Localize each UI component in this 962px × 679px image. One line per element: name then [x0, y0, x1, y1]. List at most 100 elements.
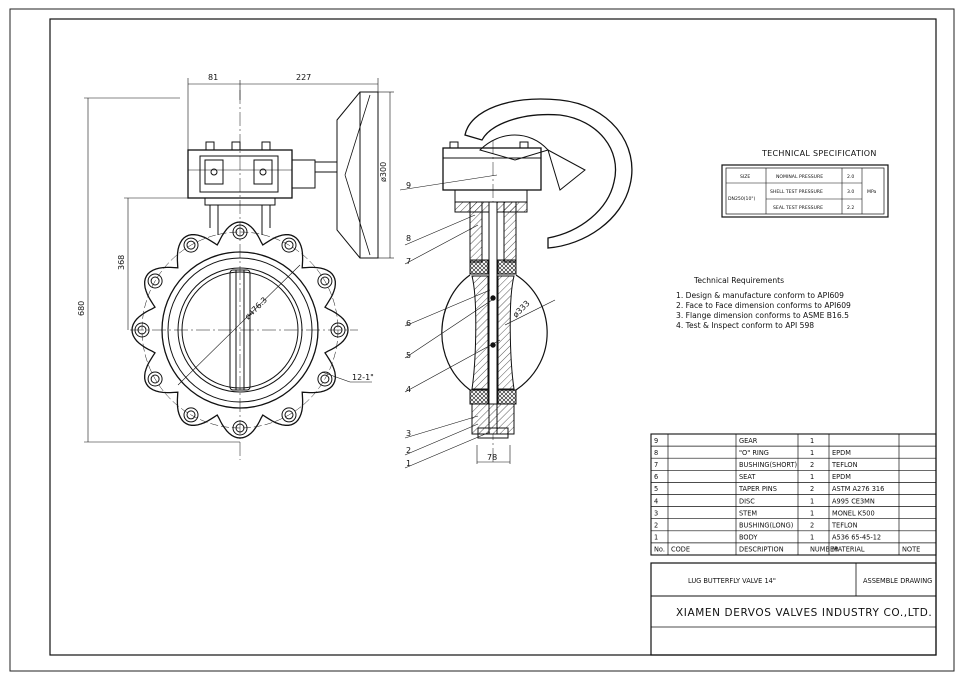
balloon-6: 6 — [406, 319, 411, 328]
spec-unit: MPa — [867, 189, 877, 195]
bolt-hole — [150, 276, 160, 286]
bom-cell-no: 1 — [654, 534, 658, 542]
bom-cell-qty: 1 — [810, 437, 814, 445]
requirement-2: 2. Face to Face dimension conforms to AP… — [676, 301, 851, 310]
front-dimensions — [84, 78, 394, 443]
bom-cell-no: 5 — [654, 485, 658, 493]
bolt-hole — [147, 273, 163, 289]
bom-cell-qty: 1 — [810, 534, 814, 542]
tech-spec: TECHNICAL SPECIFICATION SIZE DN250(10") … — [721, 149, 889, 218]
spec-size-label: SIZE — [740, 174, 750, 180]
dim-476: ø476.3 — [243, 295, 269, 321]
company-name: XIAMEN DERVOS VALVES INDUSTRY CO.,LTD. — [676, 607, 932, 619]
bom-cell-qty: 2 — [810, 522, 814, 530]
bolt-hole — [317, 371, 333, 387]
spec-row-2-label: SHELL TEST PRESSURE — [770, 189, 823, 195]
bom-cell-desc: SEAT — [739, 473, 756, 481]
bom-cell-material: ASTM A276 316 — [832, 485, 884, 493]
bolt-hole — [232, 420, 248, 436]
bom-cell-desc: GEAR — [739, 437, 758, 445]
bom-cell-no: 8 — [654, 449, 658, 457]
bom-cell-material: EPDM — [832, 449, 851, 457]
bolt-hole — [186, 240, 196, 250]
bom-cell-material: A536 65-45-12 — [832, 534, 881, 542]
title-block — [650, 562, 937, 656]
dim-680: 680 — [77, 301, 86, 316]
bolt-hole — [333, 325, 343, 335]
requirement-1: 1. Design & manufacture conform to API60… — [676, 291, 844, 300]
bom-cell-qty: 2 — [810, 461, 814, 469]
tech-spec-title: TECHNICAL SPECIFICATION — [761, 149, 877, 158]
outer-border — [9, 8, 955, 672]
side-view — [441, 98, 633, 462]
bolt-hole — [281, 237, 297, 253]
bolt-hole — [281, 407, 297, 423]
bom-cell-note: NOTE — [902, 546, 920, 554]
bolt-hole — [320, 374, 330, 384]
bolt-hole — [284, 240, 294, 250]
bom-cell-qty: NUMBER — [810, 546, 839, 554]
bom-cell-material: EPDM — [832, 473, 851, 481]
bom-cell-no: 3 — [654, 509, 658, 517]
bolt-hole — [232, 224, 248, 240]
bolt-hole — [235, 423, 245, 433]
front-view — [130, 90, 379, 460]
spec-row-2-value: 3.0 — [847, 189, 854, 195]
spec-row-1-value: 2.0 — [847, 174, 854, 180]
balloon-1: 1 — [406, 459, 411, 468]
bom-cell-desc: STEM — [739, 509, 757, 517]
spec-size-value: DN250(10") — [728, 196, 755, 202]
dim-bolts: 12-1" — [352, 373, 374, 382]
bom-cell-desc: BUSHING(SHORT) — [739, 461, 797, 469]
bom-cell-material: TEFLON — [831, 522, 858, 530]
requirements-title: Technical Requirements — [693, 276, 784, 285]
bom-cell-no: 9 — [654, 437, 658, 445]
bom-cell-no: No. — [654, 546, 665, 554]
bolt-hole — [134, 322, 150, 338]
drawing-type: ASSEMBLE DRAWING — [863, 577, 932, 585]
balloon-8: 8 — [406, 234, 411, 243]
dim-81: 81 — [208, 73, 218, 82]
bolt-hole — [183, 407, 199, 423]
bolt-hole — [186, 410, 196, 420]
bom-cell-qty: 1 — [810, 449, 814, 457]
leader-lines — [399, 174, 556, 469]
balloon-3: 3 — [406, 429, 411, 438]
requirement-4: 4. Test & Inspect conform to API 598 — [676, 321, 814, 330]
bom-cell-desc: BODY — [739, 534, 758, 542]
spec-row-1-label: NOMINAL PRESSURE — [776, 174, 823, 180]
bom-cell-desc: TAPER PINS — [738, 485, 777, 493]
bom-cell-desc: DESCRIPTION — [739, 546, 784, 554]
bom-cell-qty: 2 — [810, 485, 814, 493]
bom-cell-desc: BUSHING(LONG) — [739, 522, 793, 530]
bom-cell-no: 4 — [654, 497, 658, 505]
spec-row-3-label: SEAL TEST PRESSURE — [773, 205, 823, 211]
bolt-hole — [317, 273, 333, 289]
requirement-3: 3. Flange dimension conforms to ASME B16… — [676, 311, 849, 320]
balloon-9: 9 — [406, 181, 411, 190]
bolt-hole — [183, 237, 199, 253]
bolt-hole — [150, 374, 160, 384]
bom-cell-no: 2 — [654, 522, 658, 530]
bom-cell-no: 7 — [654, 461, 658, 469]
balloon-5: 5 — [406, 351, 411, 360]
dim-333: ø333 — [511, 299, 532, 320]
bom-cell-desc: "O" RING — [739, 449, 769, 457]
dim-368: 368 — [117, 255, 126, 270]
bom-cell-qty: 1 — [810, 473, 814, 481]
bom-cell-code: CODE — [671, 546, 690, 554]
dim-78: 78 — [487, 453, 497, 462]
balloon-7: 7 — [406, 257, 411, 266]
bom-cell-material: MATERIAL — [832, 546, 865, 554]
bom-cell-no: 6 — [654, 473, 658, 481]
balloon-4: 4 — [406, 385, 411, 394]
bolt-hole — [320, 276, 330, 286]
bolt-hole — [137, 325, 147, 335]
bolt-hole — [235, 227, 245, 237]
bom-cell-desc: DISC — [739, 497, 755, 505]
bolt-hole — [147, 371, 163, 387]
bom-cell-material: A995 CE3MN — [832, 497, 875, 505]
technical-requirements: Technical Requirements 1. Design & manuf… — [676, 276, 851, 330]
